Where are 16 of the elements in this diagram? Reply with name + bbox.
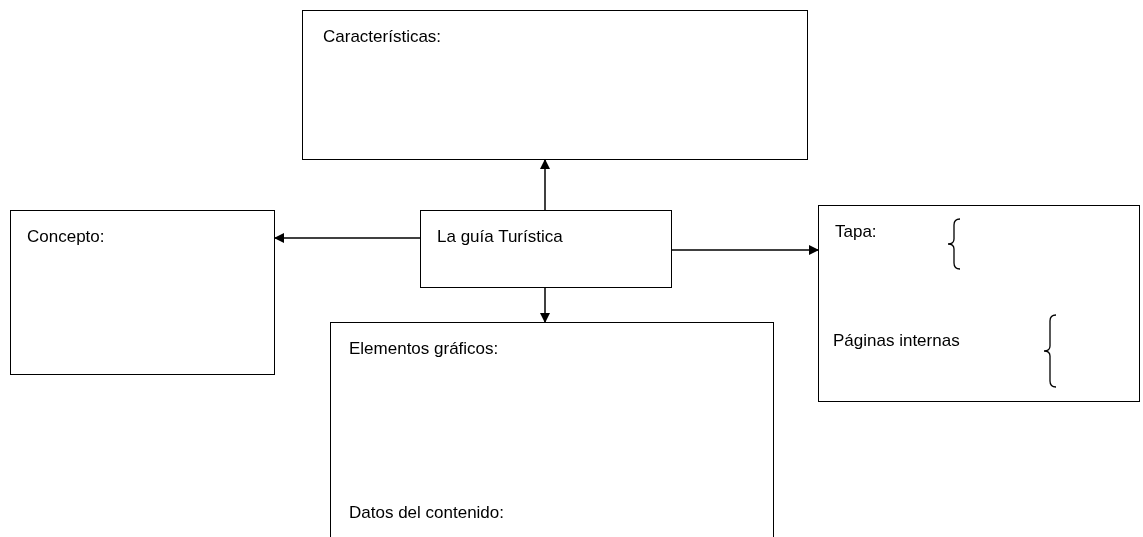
box-text: Elementos gráficos: — [349, 339, 499, 359]
box-text: Tapa: — [835, 222, 877, 242]
box-text: Características: — [323, 27, 442, 47]
text-box — [818, 205, 1140, 402]
text-box — [302, 10, 808, 160]
box-text: Páginas internas — [833, 331, 960, 351]
box-text: La guía Turística — [437, 227, 563, 247]
arrow — [540, 287, 550, 323]
box-text: Concepto: — [27, 227, 105, 247]
arrow — [540, 159, 550, 211]
arrow — [671, 245, 819, 255]
text-box — [10, 210, 275, 375]
box-text: Datos del contenido: — [349, 503, 504, 523]
arrow — [274, 233, 421, 243]
text-box — [330, 322, 774, 537]
text-box — [420, 210, 672, 288]
